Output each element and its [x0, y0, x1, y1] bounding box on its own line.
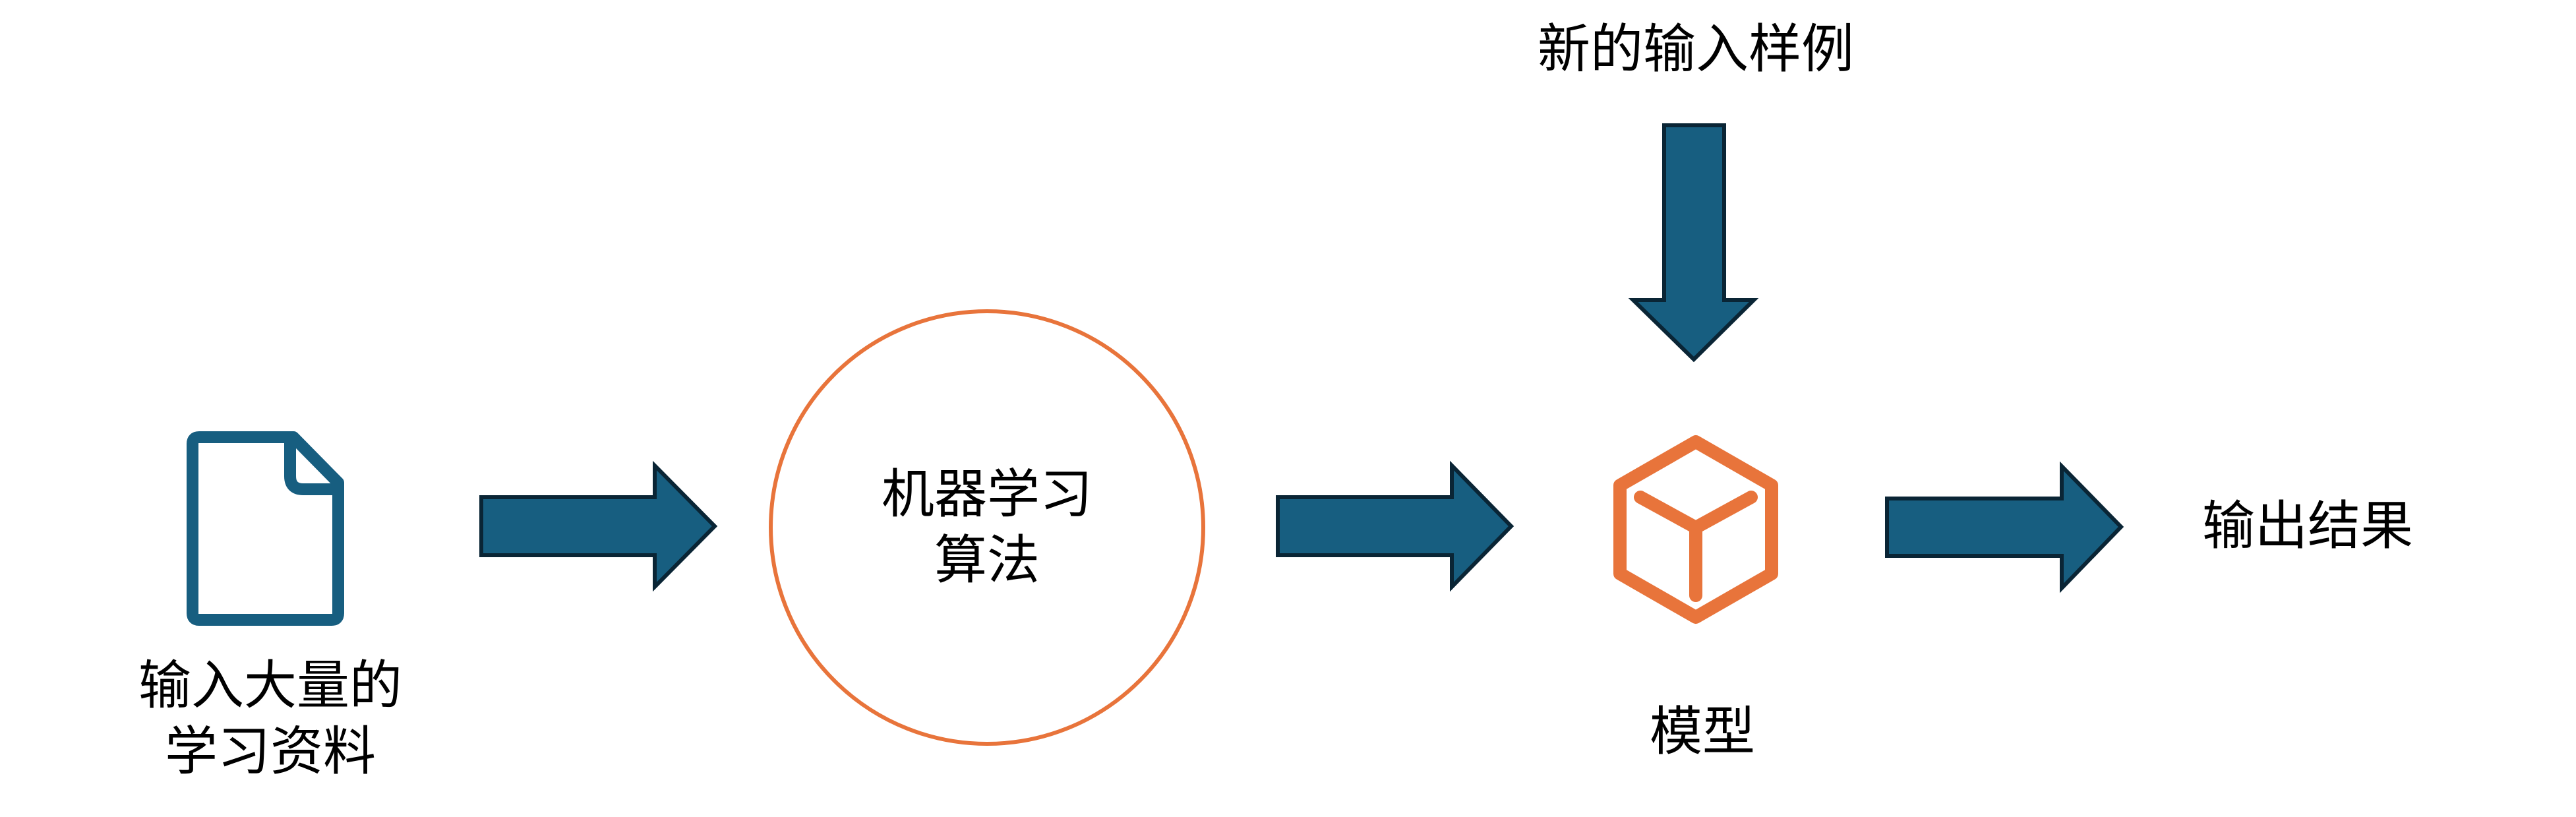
new-input-label: 新的输入样例 [1538, 18, 1854, 80]
arrow-input-to-algorithm [479, 460, 718, 592]
algorithm-label: 机器学习 算法 [822, 462, 1152, 593]
algorithm-label-line-2: 算法 [934, 530, 1040, 591]
arrow-algorithm-to-model [1276, 460, 1514, 592]
algorithm-circle [769, 309, 1205, 746]
arrow-model-to-output [1885, 461, 2124, 593]
document-icon [187, 431, 344, 626]
arrow-new-input-to-model [1628, 123, 1759, 363]
algorithm-label-line-1: 机器学习 [882, 464, 1093, 525]
cube-icon [1613, 435, 1778, 624]
input-data-label-line-2: 学习资料 [165, 721, 376, 782]
model-label: 模型 [1650, 701, 1755, 762]
input-data-label: 输入大量的 学习资料 [105, 653, 435, 785]
output-label: 输出结果 [2202, 495, 2413, 557]
input-data-label-line-1: 输入大量的 [138, 655, 402, 716]
